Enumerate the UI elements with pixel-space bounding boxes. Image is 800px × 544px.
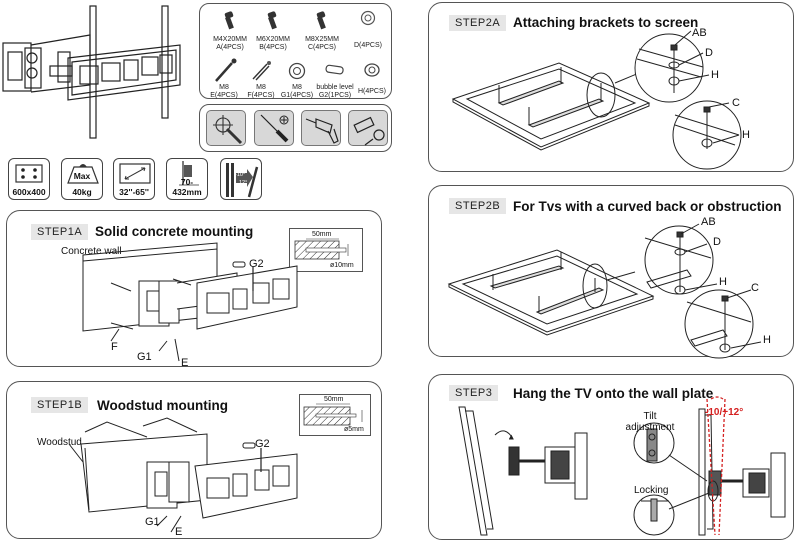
hardware-label-h: H(4PCS)	[357, 88, 386, 95]
lag-bolt-icon	[215, 58, 237, 82]
step1a-wall-label: Concrete wall	[61, 246, 122, 257]
step2a-callout-h1: H	[711, 69, 719, 81]
step1a-callout-e: E	[181, 357, 189, 369]
step1a-title: Solid concrete mounting	[95, 224, 254, 239]
step2b-panel: STEP2B For Tvs with a curved back or obs…	[428, 185, 794, 359]
tool-pencil	[206, 110, 246, 146]
step1b-drill-spec: 50mm ø5mm	[299, 394, 371, 436]
step1a-panel: STEP1A Solid concrete mounting Concrete …	[6, 210, 382, 369]
step1a-callout-f: F	[111, 341, 118, 353]
spec-tilt-bottom: 12°	[239, 180, 248, 186]
step3-panel: STEP3 Hang the TV onto the wall plate	[428, 374, 794, 540]
product-illustration	[0, 0, 195, 150]
spec-screen-size: 32''-65''	[113, 158, 155, 200]
tool-screwdriver	[254, 110, 294, 146]
step2b-callout-d: D	[713, 236, 721, 248]
spacer-icon	[364, 63, 380, 77]
step2b-callout-h1: H	[719, 276, 727, 288]
step3-tag: STEP3	[449, 385, 499, 401]
step2b-callout-c: C	[751, 282, 759, 294]
step1b-title: Woodstud mounting	[97, 398, 228, 413]
washer-icon	[360, 10, 376, 26]
washer-icon	[288, 62, 306, 80]
vesa-pattern-icon	[15, 164, 43, 183]
step2a-callout-c: C	[732, 97, 740, 109]
step1b-callout-g2: G2	[255, 438, 270, 450]
step2b-tag: STEP2B	[449, 198, 507, 214]
extension-icon	[179, 161, 199, 186]
step2a-screen-illustration	[451, 30, 742, 170]
step1b-callout-e: E	[175, 526, 183, 538]
screw-icon	[267, 11, 277, 30]
spec-extension: 70-432mm	[166, 158, 208, 200]
step2a-panel: STEP2A Attaching brackets to screen	[428, 2, 794, 172]
step3-title: Hang the TV onto the wall plate	[513, 386, 714, 401]
weight-icon	[67, 164, 99, 184]
spec-extension-label: 70-432mm	[172, 177, 202, 197]
spec-weight-label: 40kg	[72, 187, 92, 197]
step1b-drill-depth: 50mm	[324, 396, 344, 403]
screwdriver-icon	[260, 114, 289, 143]
step2a-tag: STEP2A	[449, 15, 507, 31]
step1a-installation-illustration	[82, 242, 298, 362]
step3-locking-label: Locking	[634, 485, 669, 496]
step2b-callout-h2: H	[763, 334, 771, 346]
spec-tilt: -10° 12°	[220, 158, 262, 200]
screen-size-icon	[119, 163, 151, 184]
tape-measure-icon	[353, 116, 385, 146]
step1a-tag: STEP1A	[31, 224, 89, 240]
pencil-icon	[213, 115, 243, 145]
step1a-drill-diameter: ø10mm	[330, 262, 354, 269]
spec-vesa: 600x400	[8, 158, 50, 200]
spec-weight-max: Max	[73, 171, 91, 181]
drill-hole-diagram-icon	[303, 403, 363, 426]
drill-icon	[305, 118, 339, 144]
drill-hole-diagram-icon	[294, 238, 349, 260]
step2a-callout-ab: AB	[692, 27, 707, 39]
step1b-drill-diameter: ø5mm	[344, 426, 364, 433]
step1a-callout-g1: G1	[137, 351, 152, 363]
step1b-installation-illustration	[68, 417, 298, 533]
tv-mount-icon	[2, 5, 181, 139]
step1a-drill-depth: 50mm	[312, 231, 332, 238]
spec-screen-size-label: 32''-65''	[119, 187, 149, 197]
step1b-wall-label: Woodstud	[37, 437, 82, 448]
spec-weight: Max 40kg	[61, 158, 103, 200]
hardware-label-d: D(4PCS)	[353, 42, 382, 49]
step3-tilt-range: -10/+12°	[705, 407, 744, 418]
step1b-panel: STEP1B Woodstud mounting Woodstud 50mm ø…	[6, 381, 382, 539]
step2a-callout-d: D	[705, 47, 713, 59]
step2a-title: Attaching brackets to screen	[513, 15, 699, 30]
step3-hang-illustration	[458, 396, 786, 536]
bubble-level-icon	[325, 64, 344, 75]
tool-tape-measure	[348, 110, 388, 146]
step3-tilt-label: Tilt adjustment	[625, 411, 675, 433]
tools-panel	[199, 104, 392, 152]
step2b-screen-illustration	[447, 223, 762, 359]
wall-anchor-icon	[252, 61, 271, 81]
screw-icon	[224, 11, 234, 30]
screw-icon	[316, 11, 326, 30]
step1b-tag: STEP1B	[31, 397, 89, 413]
step1a-drill-spec: 50mm ø10mm	[289, 228, 363, 272]
step2a-callout-h2: H	[742, 129, 750, 141]
step2b-title: For Tvs with a curved back or obstructio…	[513, 199, 782, 214]
spec-vesa-label: 600x400	[12, 187, 46, 197]
spec-tilt-top: -10°	[235, 172, 246, 178]
step1b-callout-g1: G1	[145, 516, 160, 528]
tool-drill	[301, 110, 341, 146]
step1a-callout-g2: G2	[249, 258, 264, 270]
tilt-icon	[226, 163, 259, 198]
step2b-callout-ab: AB	[701, 216, 716, 228]
